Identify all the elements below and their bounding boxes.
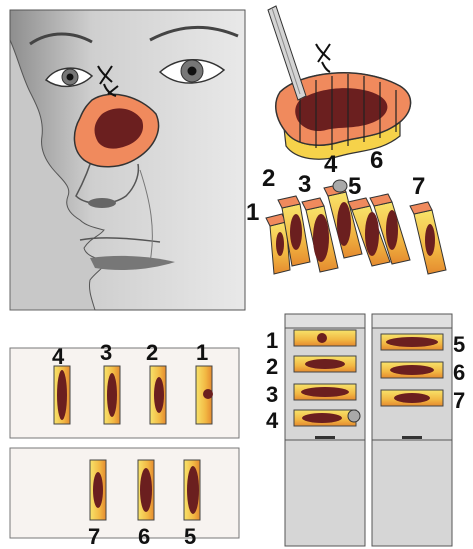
section-3d-label-6: 6 bbox=[370, 147, 383, 174]
slide-bottom: 7 6 5 bbox=[10, 448, 239, 549]
slide-bottom-label-5: 5 bbox=[184, 524, 196, 549]
suture-icon bbox=[316, 44, 330, 72]
section-3d-label-5: 5 bbox=[348, 173, 361, 200]
face-panel bbox=[10, 10, 245, 310]
slide-top-label-3: 3 bbox=[100, 340, 112, 365]
slide-bottom-label-6: 6 bbox=[138, 524, 150, 549]
section-3d-label-3: 3 bbox=[298, 171, 311, 198]
cassette-right: 5 6 7 bbox=[372, 314, 465, 546]
cassette-right-section-6 bbox=[381, 362, 443, 378]
cassette-left-label-4: 4 bbox=[266, 408, 279, 433]
slide-top-label-4: 4 bbox=[52, 344, 65, 369]
section-3d-label-4: 4 bbox=[324, 151, 338, 178]
cassette-right-lid bbox=[372, 314, 452, 328]
cassette-left-section-3 bbox=[294, 384, 356, 400]
cassette-right-section-5 bbox=[381, 334, 443, 350]
cassette-left-label-3: 3 bbox=[266, 382, 278, 407]
cassette-right-label-6: 6 bbox=[453, 360, 465, 385]
nodule bbox=[333, 180, 347, 192]
cassette-right-section-7 bbox=[381, 390, 443, 406]
cassette-left-label-2: 2 bbox=[266, 354, 278, 379]
slide-top-section-2 bbox=[150, 366, 166, 424]
cassette-left: 1 2 3 4 bbox=[266, 314, 365, 546]
cassette-left-section-4 bbox=[294, 410, 360, 426]
slide-bottom-section-5 bbox=[184, 460, 200, 520]
cassette-right-base bbox=[372, 440, 452, 546]
slide-top-section-1 bbox=[196, 366, 213, 424]
cassette-right-label-7: 7 bbox=[453, 388, 465, 413]
cassette-left-lid bbox=[285, 314, 365, 328]
slide-bottom-section-7 bbox=[90, 460, 106, 520]
slide-bottom-frame bbox=[10, 448, 239, 538]
section-3d-7 bbox=[410, 202, 446, 274]
slide-top-label-1: 1 bbox=[196, 340, 208, 365]
slide-top-section-4 bbox=[54, 366, 70, 424]
section-3d-label-1: 1 bbox=[246, 199, 259, 226]
specimen-3d bbox=[268, 6, 411, 159]
slide-top: 4 3 2 1 bbox=[10, 340, 239, 438]
cassette-right-label-5: 5 bbox=[453, 332, 465, 357]
nostril bbox=[88, 198, 116, 208]
section-3d-label-2: 2 bbox=[262, 165, 275, 192]
cassette-left-section-2 bbox=[294, 356, 356, 372]
sections-3d: 1 2 3 4 5 6 7 bbox=[246, 147, 446, 274]
slide-bottom-section-6 bbox=[138, 460, 154, 520]
cassette-left-base bbox=[285, 440, 365, 546]
nodule bbox=[348, 410, 360, 422]
cassette-left-label-1: 1 bbox=[266, 328, 278, 353]
slide-top-section-3 bbox=[104, 366, 120, 424]
cassette-left-section-1 bbox=[294, 330, 356, 346]
section-3d-label-7: 7 bbox=[412, 173, 425, 200]
slide-bottom-label-7: 7 bbox=[88, 524, 100, 549]
slide-top-label-2: 2 bbox=[146, 340, 158, 365]
